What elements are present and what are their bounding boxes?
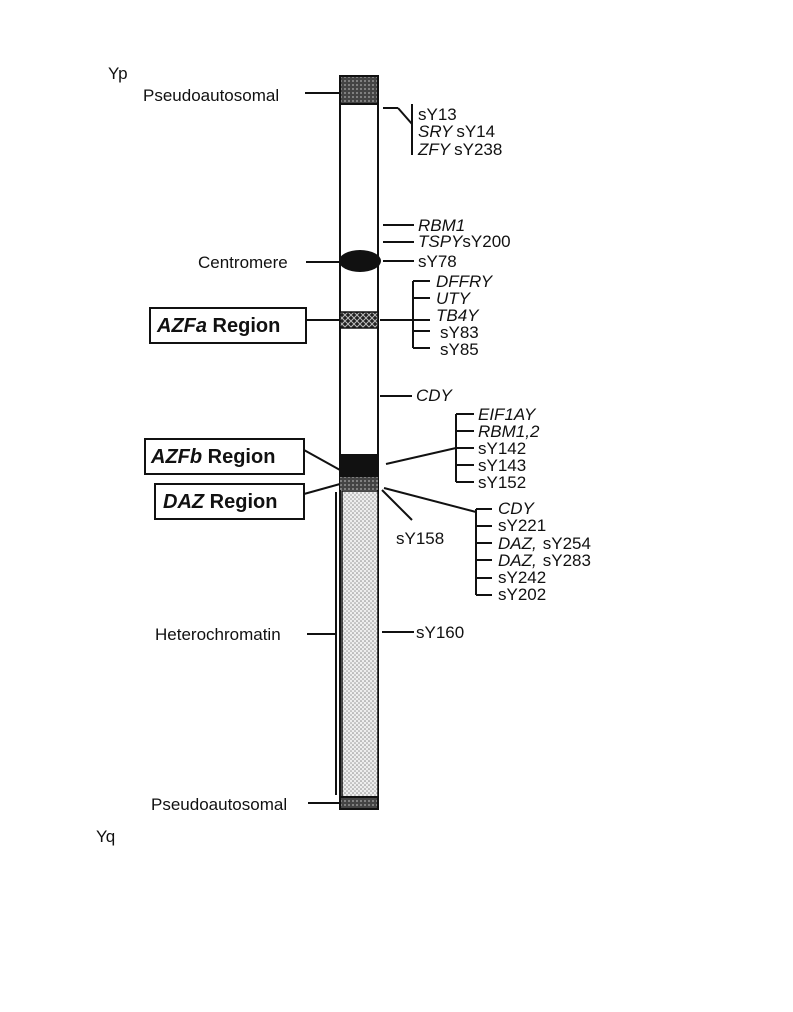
marker-cdy: CDY bbox=[498, 499, 536, 518]
marker-rbm1: RBM1 bbox=[418, 216, 465, 235]
marker-sy13: sY13 bbox=[418, 105, 457, 124]
marker-tspy-row: TSPYsY200 bbox=[418, 232, 511, 251]
label-heterochromatin: Heterochromatin bbox=[155, 625, 281, 644]
pseudoautosomal-bottom-band bbox=[339, 796, 379, 810]
marker-tb4y: TB4Y bbox=[436, 306, 480, 325]
marker-daz-row2: DAZ,sY283 bbox=[498, 551, 591, 570]
daz-region-label: DAZ Region bbox=[163, 491, 277, 513]
marker-cdy-mid: CDY bbox=[416, 386, 454, 405]
marker-sy143: sY143 bbox=[478, 456, 526, 475]
leader-azfb bbox=[303, 449, 341, 471]
marker-sy83: sY83 bbox=[440, 323, 479, 342]
marker-sy85: sY85 bbox=[440, 340, 479, 359]
marker-sy242: sY242 bbox=[498, 568, 546, 587]
marker-sy221: sY221 bbox=[498, 516, 546, 535]
marker-sy202: sY202 bbox=[498, 585, 546, 604]
azfa-band bbox=[339, 311, 379, 329]
azfb-region-box bbox=[144, 438, 305, 475]
label-pseudoautosomal-bottom: Pseudoautosomal bbox=[151, 795, 287, 814]
label-centromere: Centromere bbox=[198, 253, 288, 272]
marker-eif1ay: EIF1AY bbox=[478, 405, 537, 424]
azfa-region-label: AZFa Region bbox=[156, 315, 280, 337]
azfb-region-label: AZFb Region bbox=[150, 446, 275, 468]
heterochromatin-band bbox=[341, 490, 379, 799]
marker-sy152: sY152 bbox=[478, 473, 526, 492]
leader-azfb-list bbox=[385, 447, 457, 465]
centromere-shape bbox=[339, 250, 381, 272]
marker-dffry: DFFRY bbox=[436, 272, 494, 291]
leader-sy158 bbox=[381, 489, 413, 521]
marker-uty: UTY bbox=[436, 289, 472, 308]
marker-rbm12: RBM1,2 bbox=[478, 422, 540, 441]
label-pseudoautosomal-top: Pseudoautosomal bbox=[143, 86, 279, 105]
daz-band bbox=[340, 477, 378, 490]
marker-sy142: sY142 bbox=[478, 439, 526, 458]
arm-label-p: Yp bbox=[108, 64, 128, 83]
marker-sy160: sY160 bbox=[416, 623, 464, 642]
arm-label-q: Yq bbox=[96, 827, 115, 846]
daz-region-box bbox=[154, 483, 305, 520]
azfa-region-box bbox=[149, 307, 307, 344]
leader-daz-list bbox=[383, 487, 477, 513]
marker-daz-row1: DAZ,sY254 bbox=[498, 534, 591, 553]
marker-sy78: sY78 bbox=[418, 252, 457, 271]
marker-sy158: sY158 bbox=[396, 529, 444, 548]
pseudoautosomal-top-band bbox=[339, 75, 379, 105]
leader-daz bbox=[303, 483, 341, 495]
leader-group1-b bbox=[397, 107, 413, 125]
azfb-band bbox=[340, 454, 378, 477]
